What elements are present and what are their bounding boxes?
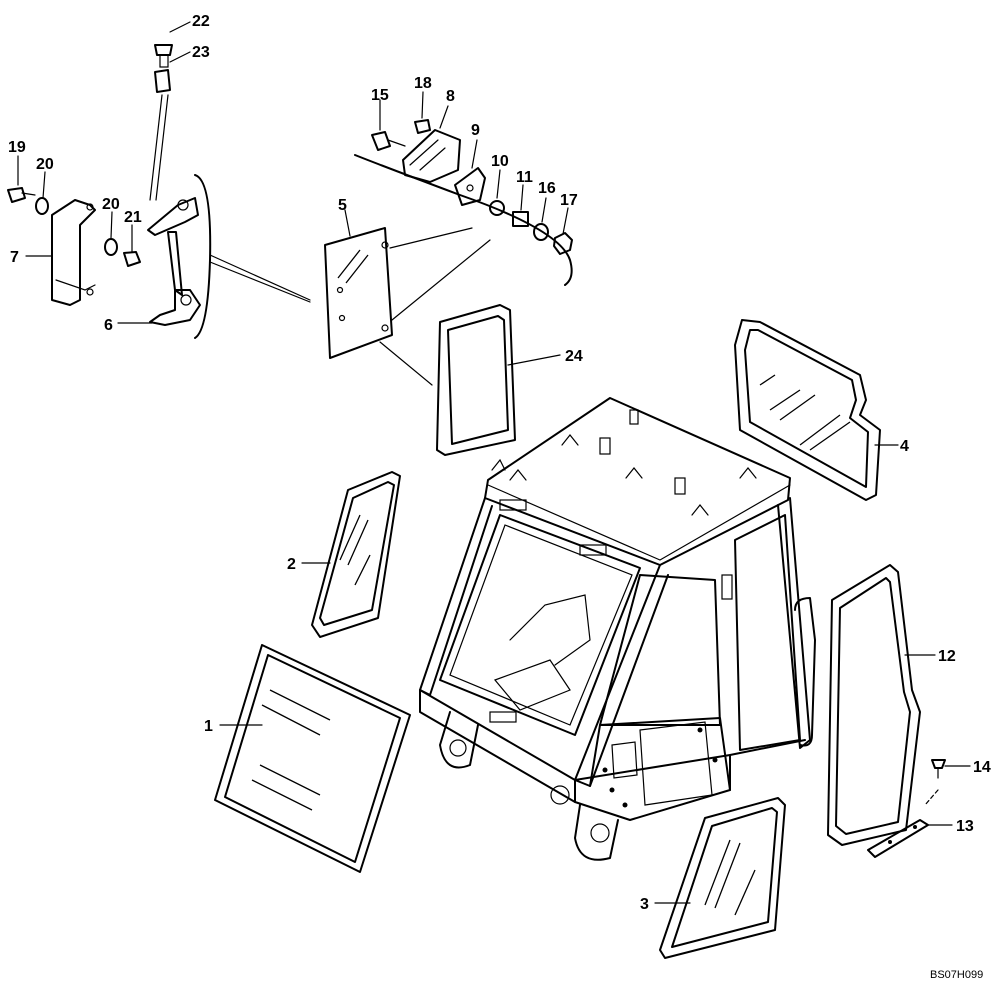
label-part-8: 8 [446,88,455,105]
handle-parts [867,759,946,858]
label-part-19: 19 [8,139,26,156]
fasteners-left [7,44,173,267]
hinge-assembly [51,94,311,339]
glass-5-side-window [324,227,393,359]
glass-1-front [214,644,411,873]
label-part-13: 13 [956,818,974,835]
label-part-12: 12 [938,648,956,665]
label-part-20-upper: 20 [36,156,54,173]
label-part-1: 1 [204,718,213,735]
reference-code: BS07H099 [930,969,983,981]
label-part-7: 7 [10,249,19,266]
label-part-16: 16 [538,180,556,197]
cab-frame [419,397,816,861]
part-labels: 1 2 3 4 5 6 7 8 9 10 11 12 13 14 15 16 1… [8,13,991,913]
label-part-2: 2 [287,556,296,573]
label-part-24: 24 [565,348,583,365]
hinge-detail [354,119,573,386]
leader-lines [17,91,971,904]
label-part-22: 22 [192,13,210,30]
label-part-9: 9 [471,122,480,139]
label-part-23: 23 [192,44,210,61]
label-part-4: 4 [900,438,909,455]
label-part-18: 18 [414,75,432,92]
label-part-15: 15 [371,87,389,104]
glass-2-upper-front [311,471,401,638]
label-part-14: 14 [973,759,991,776]
glass-3-side [659,797,786,959]
label-part-17: 17 [560,192,578,209]
label-part-11: 11 [516,169,533,186]
label-part-10: 10 [491,153,509,170]
label-part-5: 5 [338,197,347,214]
label-part-3: 3 [640,896,649,913]
label-part-20-lower: 20 [102,196,120,213]
glass-12-door [827,564,921,846]
seal-24 [436,304,516,456]
label-part-6: 6 [104,317,113,334]
label-part-21: 21 [124,209,142,226]
glass-4-rear [734,319,881,501]
